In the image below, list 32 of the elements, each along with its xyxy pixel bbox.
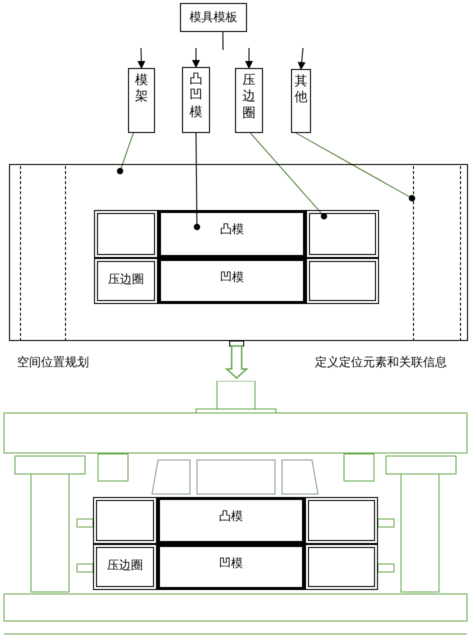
leader-line — [194, 132, 200, 230]
block-arrow — [224, 340, 249, 379]
die-cell: 凸模 — [158, 210, 306, 258]
layout-cell — [305, 544, 378, 590]
die-cell: 凹模 — [158, 258, 306, 304]
arrow — [192, 48, 200, 68]
guide-column — [413, 166, 461, 341]
layout-cell — [306, 210, 379, 258]
category-box: 压边圈 — [235, 68, 263, 133]
leader-line — [296, 132, 416, 202]
die-cell: 凸模 — [157, 497, 305, 544]
caption-text: 定义定位元素和关联信息 — [315, 354, 447, 371]
category-box: 模架 — [128, 68, 155, 133]
layout-frame — [9, 164, 468, 341]
leader-line — [116, 132, 134, 174]
layout-cell — [305, 497, 378, 544]
arrow — [298, 48, 306, 70]
category-box: 其他 — [291, 69, 311, 133]
layout-cell: 压边圈 — [93, 544, 157, 590]
title-box: 模具模板 — [180, 3, 247, 32]
category-box: 凸凹模 — [182, 67, 210, 133]
layout-cell — [93, 497, 157, 544]
layout-cell — [306, 258, 379, 304]
leader-line — [250, 132, 328, 220]
arrow — [137, 48, 146, 69]
guide-column — [20, 166, 66, 341]
die-cell: 凹模 — [157, 544, 305, 590]
layout-cell: 压边圈 — [94, 258, 158, 304]
caption-text: 空间位置规划 — [17, 354, 89, 371]
arrow — [245, 48, 253, 69]
layout-cell — [94, 210, 158, 258]
connector-line — [222, 32, 224, 50]
